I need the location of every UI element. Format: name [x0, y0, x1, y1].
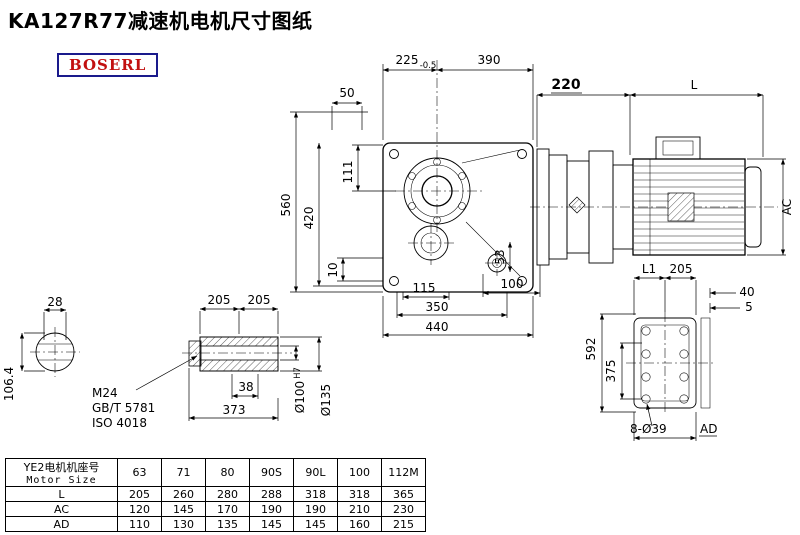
dimensions-top: [331, 64, 764, 157]
table-row-AC: AC 120 145 170 190 190 210 230: [5, 501, 426, 517]
dim-d100-fit: H7: [293, 367, 303, 379]
dimension-ac: [747, 158, 786, 256]
page-title: KA127R77减速机电机尺寸图纸: [8, 9, 313, 33]
dim-L1: L1: [642, 262, 656, 276]
dimensions-bottom: [382, 242, 541, 338]
dim-205-c: 205: [670, 262, 693, 276]
table-row-AD: AD 110 130 135 145 145 160 215: [5, 516, 426, 532]
table-cell: 145: [249, 516, 294, 532]
label-std-iso: ISO 4018: [92, 416, 147, 430]
table-cell-size: 100: [337, 458, 382, 487]
dim-420: 420: [302, 207, 316, 230]
dim-28: 28: [47, 295, 62, 309]
dim-390: 390: [478, 53, 501, 67]
dim-AD: AD: [700, 422, 717, 436]
table-cell-size: 112M: [381, 458, 426, 487]
table-row-label: AC: [5, 501, 118, 517]
label-thread-m24: M24: [92, 386, 118, 400]
dim-350: 350: [426, 300, 449, 314]
table-cell: 318: [293, 486, 338, 502]
dim-d100: Ø100: [293, 381, 307, 413]
dim-40: 40: [739, 285, 754, 299]
table-cell: 145: [293, 516, 338, 532]
table-cell: 190: [249, 501, 294, 517]
table-cell: 135: [205, 516, 250, 532]
dim-220: 220: [551, 77, 580, 93]
table-cell: 120: [117, 501, 162, 517]
dim-373: 373: [223, 403, 246, 417]
dim-bolt-holes: 8-Ø39: [630, 422, 667, 436]
dim-38: 38: [238, 380, 253, 394]
gearbox-side-view: [530, 148, 778, 266]
table-cell: 170: [205, 501, 250, 517]
table-cell: 288: [249, 486, 294, 502]
flange-rear-view: [599, 275, 740, 441]
dim-592: 592: [584, 338, 598, 361]
table-cell: 230: [381, 501, 426, 517]
table-cell: 110: [117, 516, 162, 532]
table-cell: 145: [161, 501, 206, 517]
dim-440: 440: [426, 320, 449, 334]
table-cell: 160: [337, 516, 382, 532]
dim-L: L: [691, 78, 698, 92]
label-std-gb: GB/T 5781: [92, 401, 155, 415]
dim-AC: AC: [780, 199, 794, 215]
table-cell: 280: [205, 486, 250, 502]
dim-205-b: 205: [248, 293, 271, 307]
dim-10: 10: [326, 262, 340, 277]
hollow-shaft-detail-view: [135, 306, 322, 421]
dim-106-4: 106.4: [2, 367, 16, 401]
table-cell: 260: [161, 486, 206, 502]
table-row-label: L: [5, 486, 118, 502]
table-header-motor-size: YE2电机机座号 Motor Size: [5, 458, 118, 487]
table-cell: 190: [293, 501, 338, 517]
table-cell: 205: [117, 486, 162, 502]
table-cell-size: 71: [161, 458, 206, 487]
dim-d135: Ø135: [319, 384, 333, 416]
motor-side-view: [632, 136, 762, 256]
table-header-en: Motor Size: [26, 475, 97, 486]
dim-225: 225: [396, 53, 419, 67]
table-cell: 210: [337, 501, 382, 517]
table-cell: 215: [381, 516, 426, 532]
brand-logo: BOSERL: [57, 53, 159, 77]
dimension-drawing: 225 -0.5 390 50 220 L 560 420 111 10 AC …: [2, 53, 794, 441]
table-cell: 318: [337, 486, 382, 502]
dim-560: 560: [279, 194, 293, 217]
motor-size-table: YE2电机机座号 Motor Size 63 71 80 90S 90L 100…: [5, 458, 426, 532]
table-header-row: YE2电机机座号 Motor Size 63 71 80 90S 90L 100…: [5, 458, 426, 487]
table-cell: 130: [161, 516, 206, 532]
dim-53: 53: [493, 249, 507, 264]
dim-5: 5: [745, 300, 753, 314]
table-cell-size: 90L: [293, 458, 338, 487]
dim-375: 375: [604, 360, 618, 383]
table-row-label: AD: [5, 516, 118, 532]
gearbox-front-view: [382, 60, 534, 293]
dim-115: 115: [413, 281, 436, 295]
table-row-L: L 205 260 280 288 318 318 365: [5, 486, 426, 502]
dim-205-a: 205: [208, 293, 231, 307]
table-cell-size: 90S: [249, 458, 294, 487]
dimensions-left: [290, 111, 396, 293]
table-cell: 365: [381, 486, 426, 502]
dim-225-tolerance: -0.5: [420, 61, 437, 71]
dim-100: 100: [501, 277, 524, 291]
table-header-cn: YE2电机机座号: [23, 461, 100, 474]
table-cell-size: 63: [117, 458, 162, 487]
shaft-cross-section-view: [19, 307, 80, 377]
table-cell-size: 80: [205, 458, 250, 487]
dim-111: 111: [341, 161, 355, 184]
dim-50: 50: [339, 86, 354, 100]
